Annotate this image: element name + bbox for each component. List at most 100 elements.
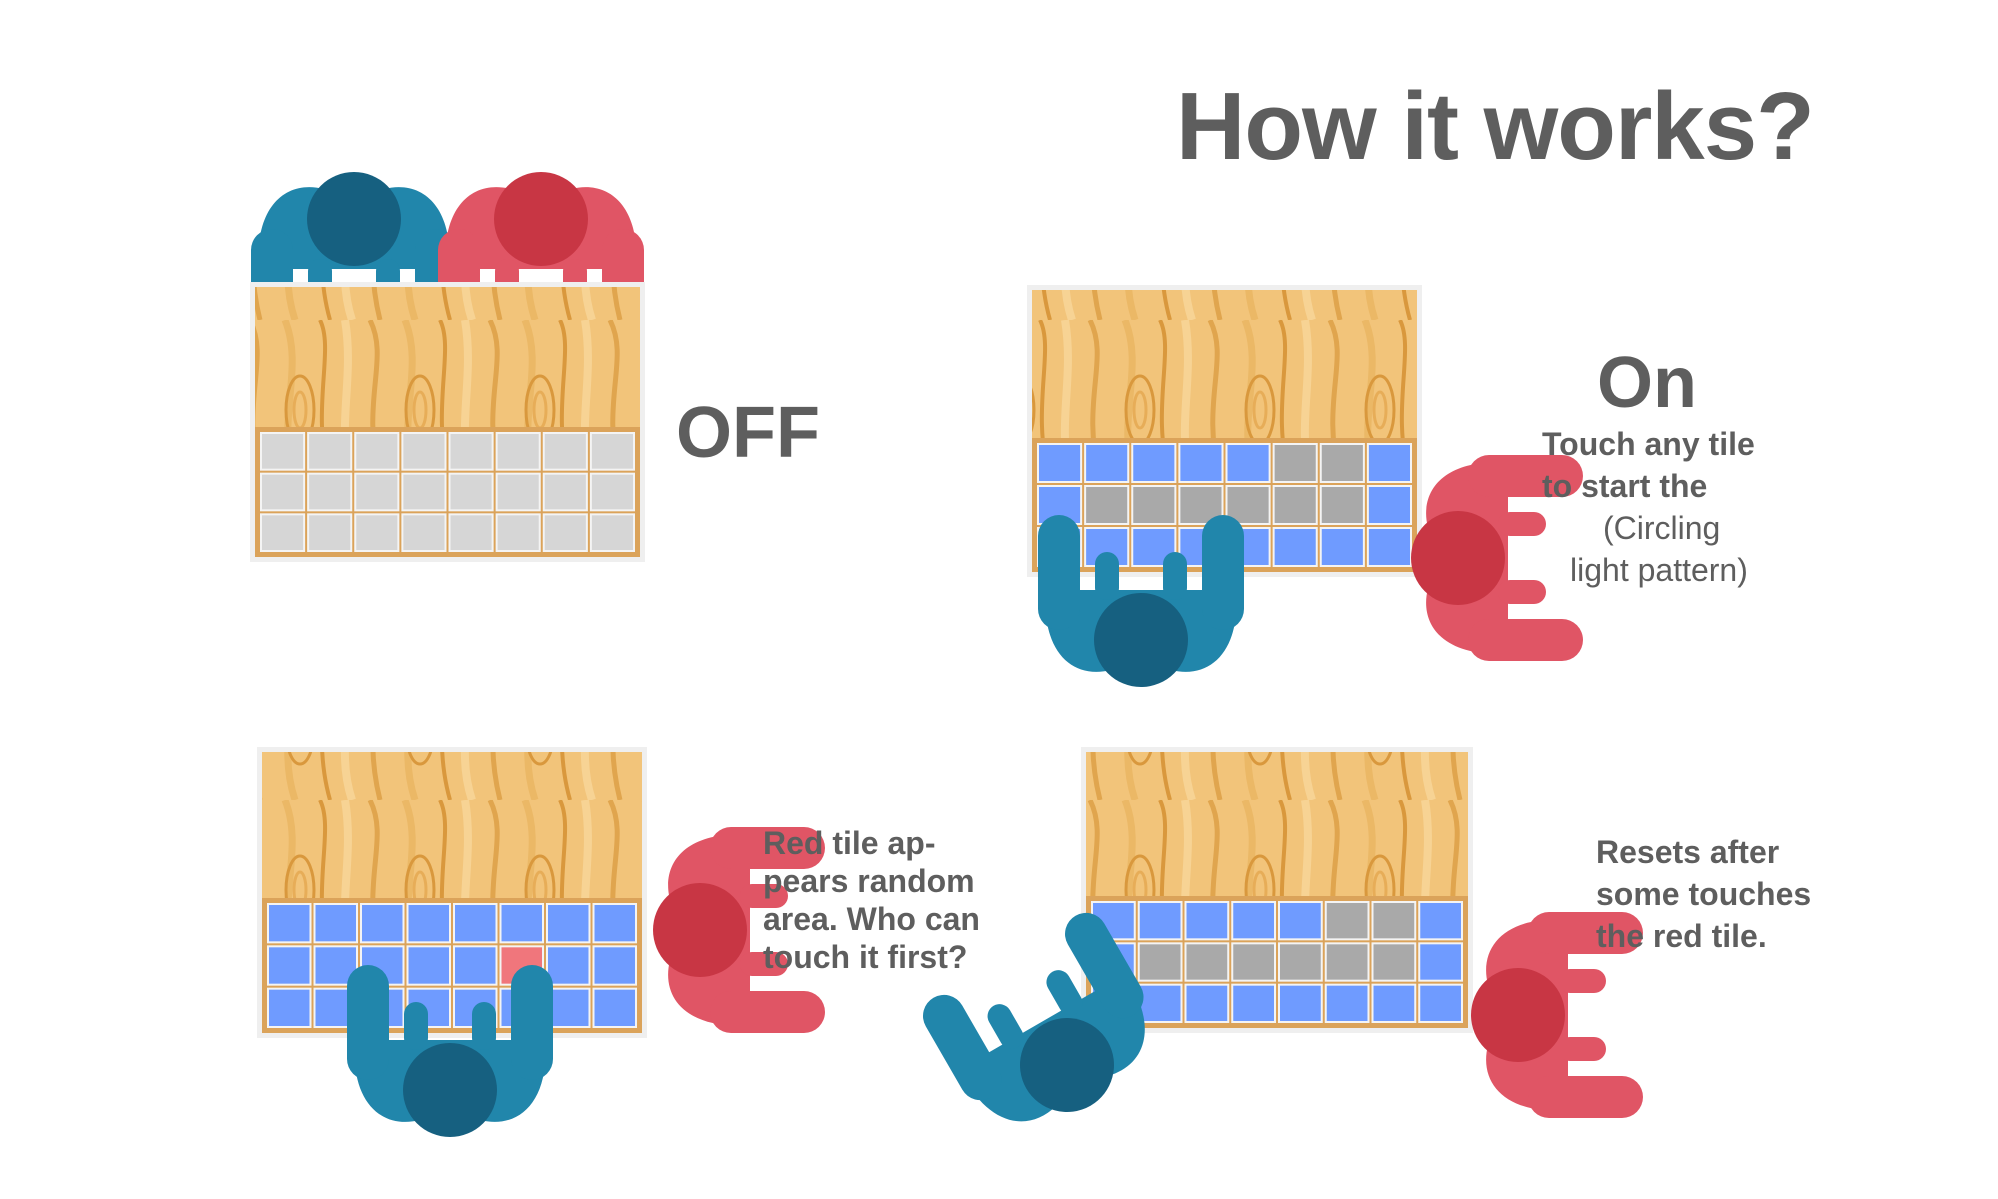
off-tile — [589, 472, 635, 512]
on-red-left-arm — [1468, 619, 1583, 661]
game-wood-top — [262, 752, 642, 898]
game-text-line-1: Red tile ap- — [763, 825, 936, 861]
on-blue-right-arm — [1038, 515, 1080, 630]
off-tile — [307, 472, 353, 512]
reset-red-right-arm — [1528, 912, 1643, 954]
on-blue-right-hand — [1095, 552, 1119, 600]
game-text-line-4: touch it first? — [763, 939, 968, 975]
reset-red-left-arm — [1528, 1076, 1643, 1118]
reset-red-person — [1471, 912, 1643, 1118]
reset-tile — [1184, 983, 1230, 1024]
off-tile — [589, 432, 635, 471]
game-tile — [592, 945, 637, 986]
reset-tile — [1418, 983, 1463, 1024]
on-tile — [1272, 527, 1318, 567]
off-tile — [401, 513, 447, 552]
off-tile — [495, 432, 541, 471]
reset-tile — [1137, 901, 1183, 941]
reset-wood-top — [1086, 752, 1468, 896]
game-tile — [592, 987, 637, 1029]
reset-tile — [1418, 901, 1463, 941]
game-tile — [313, 903, 358, 944]
game-tile — [592, 903, 637, 944]
game-blue-left-hand — [472, 1002, 496, 1050]
game-red-left-arm — [710, 991, 825, 1033]
game-text-line-3: area. Who can — [763, 901, 980, 937]
reset-tile — [1184, 942, 1230, 982]
on-tile — [1366, 485, 1412, 525]
game-tile — [546, 987, 591, 1029]
on-blue-left-arm — [1202, 515, 1244, 630]
panel-red-tile — [257, 747, 825, 1137]
off-tile — [401, 472, 447, 512]
reset-blue-person — [922, 912, 1145, 1122]
off-tile — [260, 432, 306, 471]
reset-tile — [1137, 983, 1183, 1024]
on-tile — [1319, 527, 1365, 567]
off-tile — [401, 432, 447, 471]
reset-text-line-3: the red tile. — [1596, 918, 1767, 954]
on-text-line-2: to start the — [1542, 468, 1708, 504]
off-blue-head — [307, 172, 401, 266]
game-text-line-2: pears random — [763, 863, 975, 899]
off-tile — [542, 513, 588, 552]
off-tile — [354, 472, 400, 512]
on-red-person — [1411, 455, 1583, 661]
on-tile — [1272, 485, 1318, 525]
game-blue-person — [347, 965, 553, 1137]
reset-tile — [1231, 983, 1276, 1024]
on-tile — [1178, 443, 1224, 483]
game-tile — [267, 987, 312, 1029]
reset-text-line-2: some touches — [1596, 876, 1812, 912]
reset-tile — [1371, 983, 1417, 1024]
game-tile — [453, 945, 498, 986]
on-tile — [1084, 485, 1130, 525]
panel-reset — [922, 747, 1643, 1122]
reset-tile — [1137, 942, 1183, 982]
game-tile — [453, 903, 498, 944]
on-red-left-hand — [1498, 580, 1546, 604]
on-tile — [1131, 527, 1177, 567]
game-tile — [267, 945, 312, 986]
on-tile — [1319, 443, 1365, 483]
game-blue-right-hand — [404, 1002, 428, 1050]
off-tile — [448, 513, 494, 552]
on-red-right-arm — [1468, 455, 1583, 497]
game-tile — [406, 945, 451, 986]
panel-on — [1027, 285, 1583, 687]
game-red-right-arm — [710, 827, 825, 869]
reset-blue-left-hand — [1046, 970, 1083, 1015]
off-tile — [307, 513, 353, 552]
reset-blue-left-arm — [1065, 912, 1144, 1019]
reset-blue-right-arm — [922, 994, 1002, 1101]
reset-tile — [1418, 942, 1463, 982]
off-tile — [542, 432, 588, 471]
game-tile — [267, 903, 312, 944]
on-tile — [1225, 443, 1271, 483]
off-tile — [495, 472, 541, 512]
on-wood-top — [1032, 290, 1417, 438]
off-tile — [448, 432, 494, 471]
on-tile — [1272, 443, 1318, 483]
on-tile — [1037, 443, 1083, 483]
game-tile — [499, 903, 544, 944]
on-label: On — [1597, 343, 1697, 423]
reset-tile — [1278, 983, 1323, 1024]
game-blue-right-arm — [347, 965, 389, 1080]
off-tile — [260, 472, 306, 512]
on-text-line-3: (Circling — [1603, 510, 1721, 546]
reset-blue-right-hand — [987, 1004, 1024, 1049]
on-tile — [1131, 485, 1177, 525]
off-tile — [589, 513, 635, 552]
on-tile — [1084, 443, 1130, 483]
game-tile — [360, 903, 405, 944]
off-tile — [448, 472, 494, 512]
off-tile — [260, 513, 306, 552]
panel-off — [250, 172, 645, 562]
reset-tile — [1324, 942, 1370, 982]
game-tile — [313, 945, 358, 986]
reset-text-line-1: Resets after — [1596, 834, 1780, 870]
game-tile — [406, 903, 451, 944]
